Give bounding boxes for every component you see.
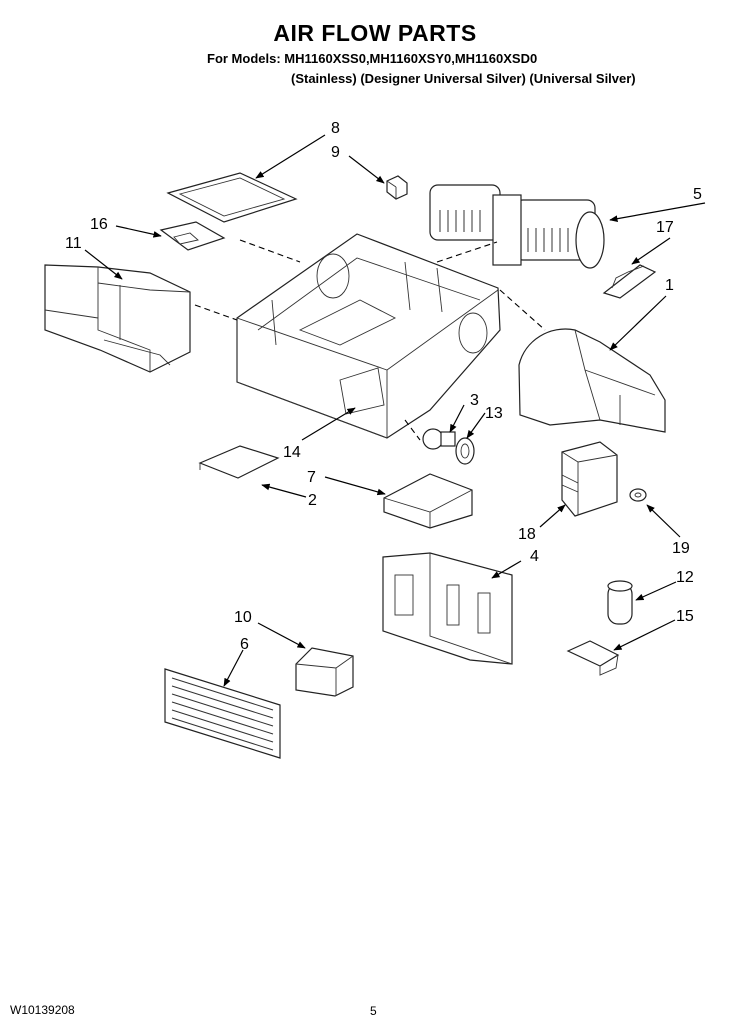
model-list: For Models: MH1160XSS0,MH1160XSY0,MH1160… <box>207 51 538 66</box>
callout-18: 18 <box>518 526 536 543</box>
callout-19: 19 <box>672 540 690 557</box>
part-3-lamp <box>422 428 456 450</box>
base-chassis <box>236 233 501 439</box>
part-16-plate <box>159 221 226 251</box>
part-8-filter <box>166 172 298 223</box>
part-11-duct <box>44 264 191 373</box>
part-7-plate <box>383 473 473 529</box>
part-15-bracket <box>566 640 620 676</box>
leader-lines <box>84 134 706 687</box>
part-17-bracket <box>602 264 657 299</box>
callout-9: 9 <box>331 144 340 161</box>
callout-8: 8 <box>331 120 340 137</box>
part-10-duct-cover <box>295 647 354 697</box>
callout-7: 7 <box>307 469 316 486</box>
part-13-holder <box>455 437 475 465</box>
callout-17: 17 <box>656 219 674 236</box>
callout-1: 1 <box>665 277 674 294</box>
part-19-clip <box>629 488 647 502</box>
callout-15: 15 <box>676 608 694 625</box>
page-title: AIR FLOW PARTS <box>273 20 477 46</box>
part-1-air-guide <box>518 328 666 433</box>
part-5-blower <box>429 184 605 269</box>
model-variants: (Stainless) (Designer Universal Silver) … <box>291 71 636 86</box>
part-9-clip <box>386 175 408 200</box>
callout-2: 2 <box>308 492 317 509</box>
callout-14: 14 <box>283 444 301 461</box>
callout-3: 3 <box>470 392 479 409</box>
callout-6: 6 <box>240 636 249 653</box>
callout-12: 12 <box>676 569 694 586</box>
part-2-cover <box>198 445 280 479</box>
assembly-lines <box>194 239 546 441</box>
part-18-transformer <box>561 441 618 517</box>
document-code: W10139208 <box>10 1003 75 1017</box>
part-6-grille <box>164 668 281 759</box>
callout-5: 5 <box>693 186 702 203</box>
callout-10: 10 <box>234 609 252 626</box>
callout-16: 16 <box>90 216 108 233</box>
callout-labels: 8 9 5 16 17 11 1 3 13 14 7 2 18 19 4 12 … <box>65 120 702 653</box>
callout-11: 11 <box>65 235 82 252</box>
part-12-capacitor <box>607 580 633 625</box>
page-number: 5 <box>370 1004 377 1018</box>
part-4-panel <box>382 552 513 665</box>
callout-4: 4 <box>530 548 539 565</box>
callout-13: 13 <box>485 405 503 422</box>
